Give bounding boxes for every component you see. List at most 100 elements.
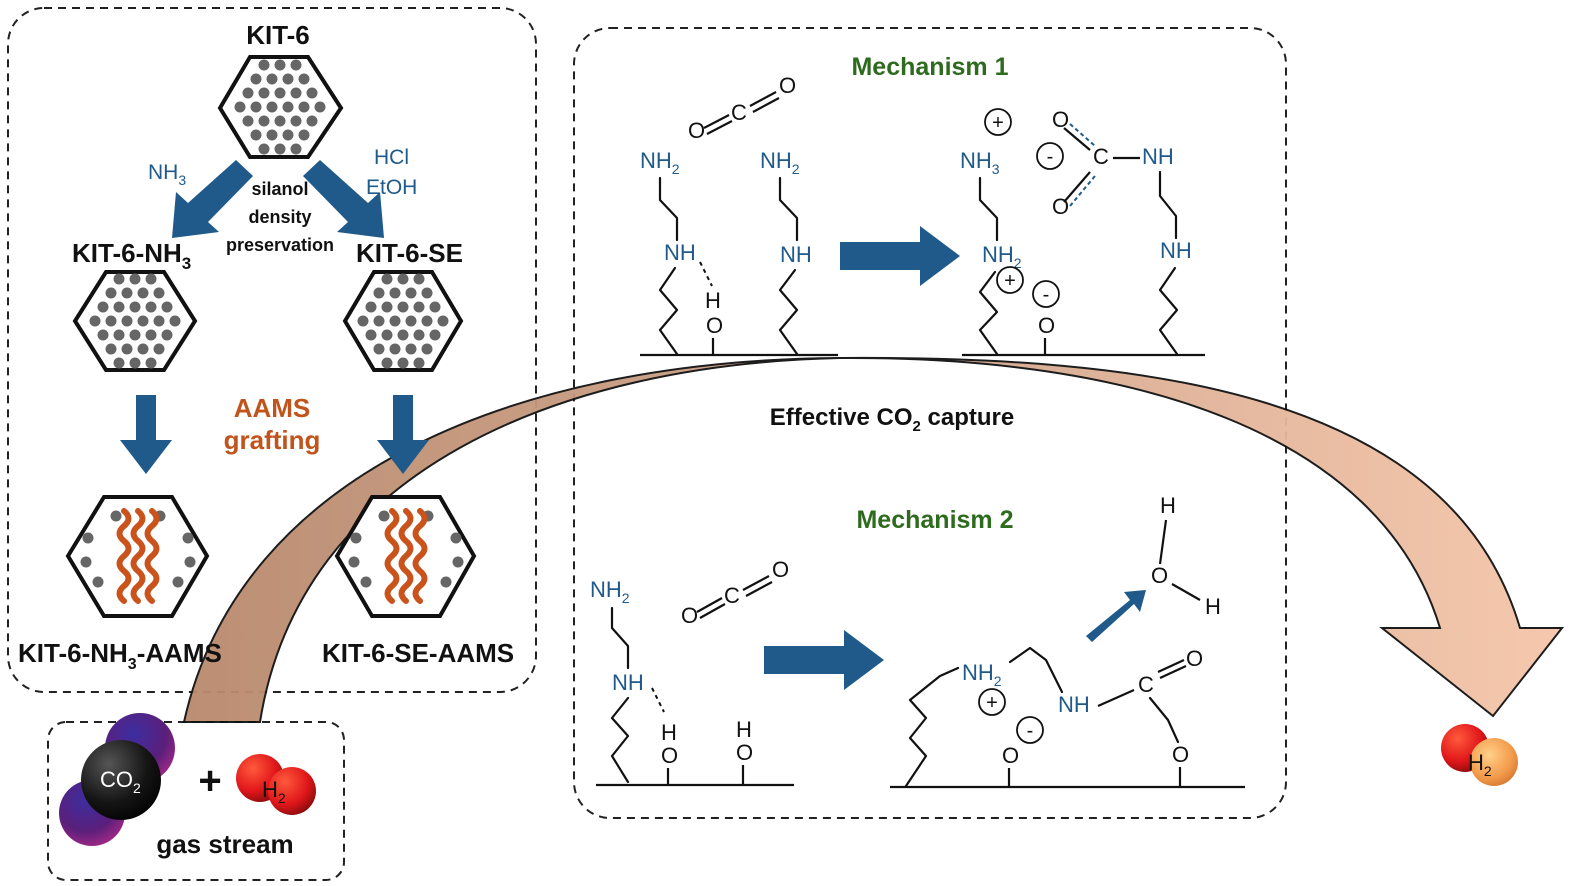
- pore-dot: [129, 301, 141, 313]
- pore-dot: [282, 101, 294, 113]
- h2-molecule-label: H2: [262, 777, 286, 806]
- pore-dot: [298, 101, 310, 113]
- kit6-nh3-aams-label: KIT-6-NH3-AAMS: [18, 638, 222, 673]
- pore-dot: [365, 301, 377, 313]
- pore-dot: [274, 59, 286, 71]
- water-h-right: H: [1205, 594, 1221, 619]
- pore-dot: [306, 87, 318, 99]
- svg-text:-: -: [1027, 720, 1034, 742]
- svg-text:C: C: [731, 100, 747, 125]
- svg-text:O: O: [779, 73, 796, 98]
- kit6-nh3-aams-chains: [80, 508, 196, 604]
- pore-dot: [266, 101, 278, 113]
- mech2-carbamate-o-top: O: [1186, 646, 1203, 671]
- arrow-down-right: [377, 395, 429, 474]
- pore-dot: [314, 101, 326, 113]
- pore-dot: [397, 357, 409, 369]
- pore-dot: [89, 315, 101, 327]
- pore-dot: [298, 73, 310, 85]
- pore-dot: [129, 329, 141, 341]
- mech2-o-a: O: [661, 743, 678, 768]
- kit6-se-aams-chains: [348, 508, 464, 604]
- pore-dot: [121, 287, 133, 299]
- kit6-particle: [217, 55, 344, 159]
- pore-dot: [290, 59, 302, 71]
- pore-dot: [405, 315, 417, 327]
- kit6-label: KIT-6: [246, 20, 310, 50]
- kit6-se-label: KIT-6-SE: [356, 238, 463, 268]
- pore-dot: [290, 143, 302, 155]
- arrow-se-branch: [303, 160, 384, 238]
- pore-dot: [137, 315, 149, 327]
- mech1-carbamate-nh: NH: [1142, 144, 1174, 169]
- pore-dot: [290, 87, 302, 99]
- co2-molecule-label: CO2: [100, 767, 141, 796]
- pore-dot: [306, 115, 318, 127]
- pore-dot: [397, 273, 409, 285]
- svg-text:O: O: [681, 603, 698, 628]
- pore-dot: [298, 129, 310, 141]
- kit6-se-aams-label: KIT-6-SE-AAMS: [322, 638, 514, 668]
- grafting-label: grafting: [224, 425, 321, 455]
- pore-dot: [137, 287, 149, 299]
- pore-dot: [266, 73, 278, 85]
- aams-label: AAMS: [234, 393, 311, 423]
- pore-dot: [129, 273, 141, 285]
- pore-dot: [258, 59, 270, 71]
- pore-dot: [450, 532, 462, 544]
- pore-dot: [258, 143, 270, 155]
- pore-dot: [274, 87, 286, 99]
- mech2-o-surface: O: [1002, 743, 1019, 768]
- svg-text:+: +: [986, 692, 998, 714]
- pore-dot: [137, 343, 149, 355]
- hcl-reagent-label: HCl: [374, 146, 409, 169]
- pore-dot: [440, 576, 452, 588]
- svg-text:+: +: [1004, 270, 1016, 292]
- pore-dot: [429, 329, 441, 341]
- arrow-nh3-branch: [172, 160, 253, 238]
- mech1-nh2-plus: NH2: [982, 242, 1022, 271]
- pore-dot: [145, 301, 157, 313]
- pore-dot: [97, 301, 109, 313]
- pore-dot: [113, 301, 125, 313]
- pore-dot: [113, 357, 125, 369]
- mech1-nh-c: NH: [1160, 238, 1192, 263]
- water-o: O: [1151, 563, 1168, 588]
- mech1-nh2-b: NH2: [760, 148, 800, 177]
- water-h-top: H: [1160, 493, 1176, 518]
- mech1-reaction-arrow: [840, 226, 960, 286]
- plus-sign: +: [198, 759, 221, 803]
- svg-text:-: -: [1043, 284, 1050, 306]
- pore-dot: [121, 343, 133, 355]
- mech2-carbamate-o-bottom: O: [1172, 742, 1189, 767]
- pore-dot: [365, 329, 377, 341]
- pore-dot: [110, 510, 122, 522]
- mech2-reaction-arrow: [764, 630, 884, 690]
- svg-text:O: O: [772, 557, 789, 582]
- pore-dot: [357, 315, 369, 327]
- pore-dot: [452, 556, 464, 568]
- mech1-nh2-a: NH2: [640, 148, 680, 177]
- pore-dot: [381, 301, 393, 313]
- mechanism1-title: Mechanism 1: [851, 53, 1008, 81]
- pore-dot: [97, 329, 109, 341]
- pore-dot: [282, 73, 294, 85]
- pore-dot: [113, 329, 125, 341]
- pore-dot: [437, 315, 449, 327]
- mech1-carbamate-o-top: O: [1052, 107, 1069, 132]
- aams-chain: [412, 508, 428, 604]
- pore-dot: [389, 287, 401, 299]
- silanol-note-line2: density: [248, 207, 311, 227]
- pore-dot: [282, 129, 294, 141]
- arrow-down-left: [120, 395, 172, 474]
- mech2-o-b: O: [736, 740, 753, 765]
- mech1-o: O: [706, 313, 723, 338]
- pore-dot: [274, 143, 286, 155]
- pore-dot: [405, 343, 417, 355]
- pore-dot: [360, 576, 372, 588]
- pore-dot: [429, 301, 441, 313]
- pore-dot: [381, 329, 393, 341]
- pore-dot: [373, 315, 385, 327]
- pore-dot: [153, 287, 165, 299]
- pore-dot: [274, 115, 286, 127]
